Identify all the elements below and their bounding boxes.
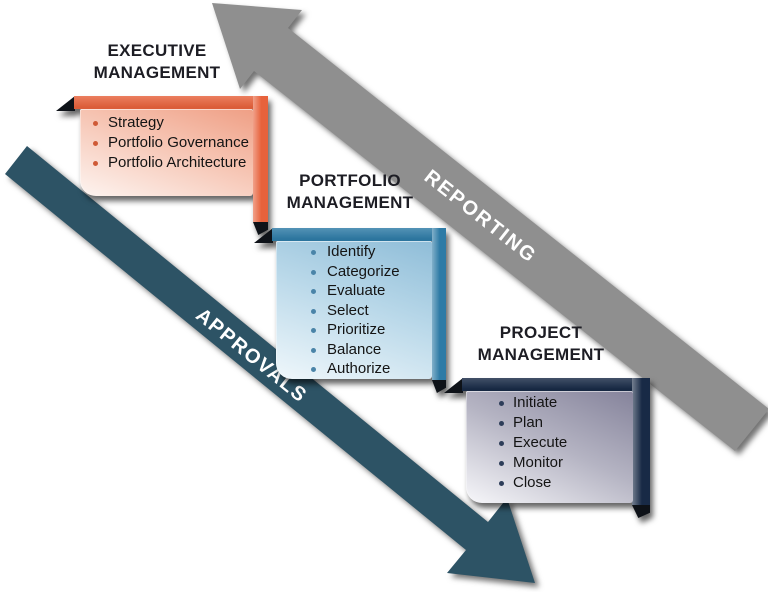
reporting-arrow — [212, 3, 768, 451]
approvals-arrow — [5, 146, 535, 583]
approvals-arrow-label: APPROVALS — [192, 304, 312, 407]
